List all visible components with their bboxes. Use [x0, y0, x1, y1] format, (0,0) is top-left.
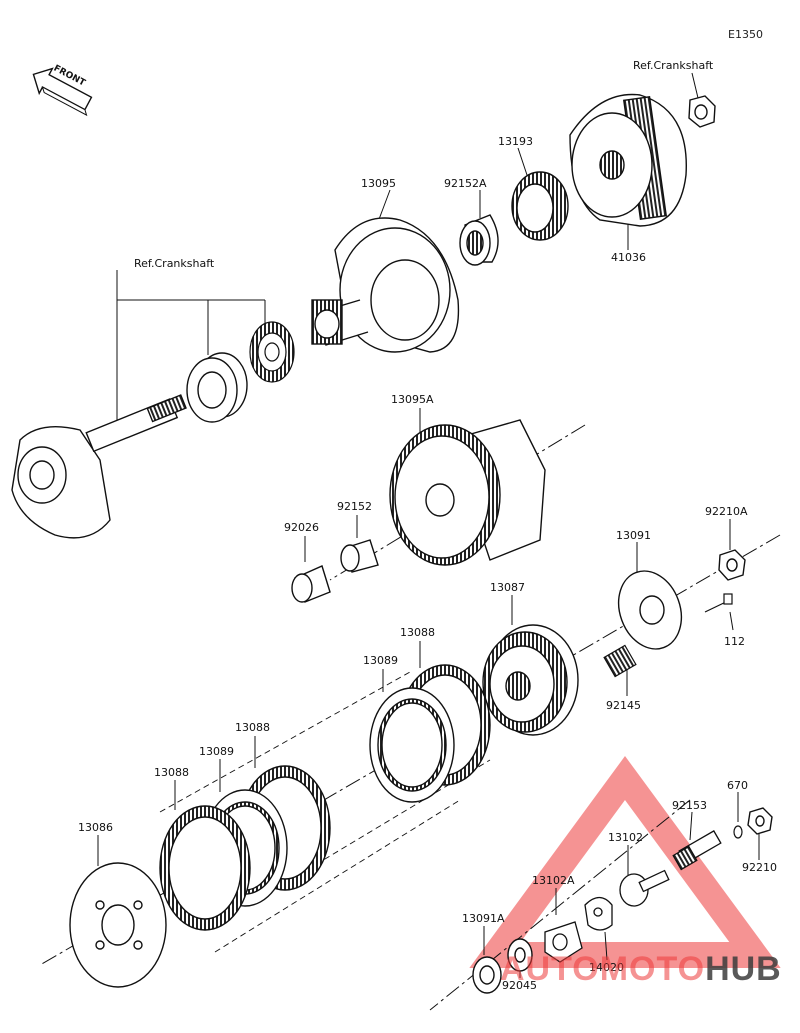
label-13095a: 13095A — [391, 393, 434, 406]
circlip-670 — [733, 825, 743, 839]
part-92152-sleeve — [340, 539, 379, 573]
crankshaft-ref — [11, 394, 187, 539]
label-13091a: 13091A — [462, 912, 505, 925]
label-112: 112 — [724, 635, 745, 648]
watermark-part1: AUTOMOTO — [500, 950, 706, 988]
bearing-13091a — [472, 956, 502, 994]
label-13095: 13095 — [361, 177, 396, 190]
front-arrow-icon — [32, 67, 93, 117]
nut-92210a — [718, 549, 746, 581]
label-13086: 13086 — [78, 821, 113, 834]
bearing — [186, 352, 248, 423]
leader-lines — [97, 72, 760, 978]
part-41036-clutch-drum — [569, 93, 687, 227]
friction-plate-13088-c — [159, 805, 251, 931]
label-92210: 92210 — [742, 861, 777, 874]
part-13091-plate — [617, 570, 683, 650]
release-lever-13102 — [619, 869, 670, 907]
part-13095a-gear-housing — [389, 419, 546, 566]
label-92152: 92152 — [337, 500, 372, 513]
plate-14020 — [584, 896, 613, 931]
label-92153: 92153 — [672, 799, 707, 812]
label-ref-crankshaft-left: Ref.Crankshaft — [134, 257, 215, 270]
part-13086-pressure-plate — [69, 862, 167, 988]
label-13091: 13091 — [616, 529, 651, 542]
label-92045: 92045 — [502, 979, 537, 992]
label-13102a: 13102A — [532, 874, 575, 887]
release-lever-13102a — [544, 921, 583, 963]
label-13193: 13193 — [498, 135, 533, 148]
watermark-triangle-icon — [469, 756, 781, 968]
label-92145: 92145 — [606, 699, 641, 712]
part-13095-housing — [311, 217, 460, 353]
part-13193-one-way-clutch — [511, 171, 569, 241]
label-670: 670 — [727, 779, 748, 792]
label-13087: 13087 — [490, 581, 525, 594]
part-13087-clutch-hub — [482, 624, 579, 736]
nut-92210 — [747, 807, 773, 835]
label-13088-a: 13088 — [235, 721, 270, 734]
label-13088-c: 13088 — [154, 766, 189, 779]
label-92152a: 92152A — [444, 177, 487, 190]
label-13089-b: 13089 — [199, 745, 234, 758]
shaft-92153 — [672, 830, 722, 871]
label-13102: 13102 — [608, 831, 643, 844]
steel-plate-13089-mid — [369, 687, 455, 803]
label-13089-mid: 13089 — [363, 654, 398, 667]
washer-92045 — [507, 938, 533, 972]
part-92152a-sleeve — [459, 214, 499, 266]
label-ref-crankshaft-top: Ref.Crankshaft — [633, 59, 714, 72]
label-13088-mid: 13088 — [400, 626, 435, 639]
spring-92145 — [603, 644, 637, 678]
crank-gear — [249, 321, 295, 383]
label-92026: 92026 — [284, 521, 319, 534]
diagram-code: E1350 — [728, 28, 763, 41]
label-92210a: 92210A — [705, 505, 748, 518]
nut-ref-crankshaft — [688, 95, 716, 128]
label-14020: 14020 — [589, 961, 624, 974]
bolt-112 — [704, 593, 733, 613]
part-92026-collar — [291, 565, 331, 603]
label-41036: 41036 — [611, 251, 646, 264]
watermark-text: AUTOMOTOHUB — [500, 950, 782, 989]
watermark-part2: HUB — [705, 950, 782, 988]
